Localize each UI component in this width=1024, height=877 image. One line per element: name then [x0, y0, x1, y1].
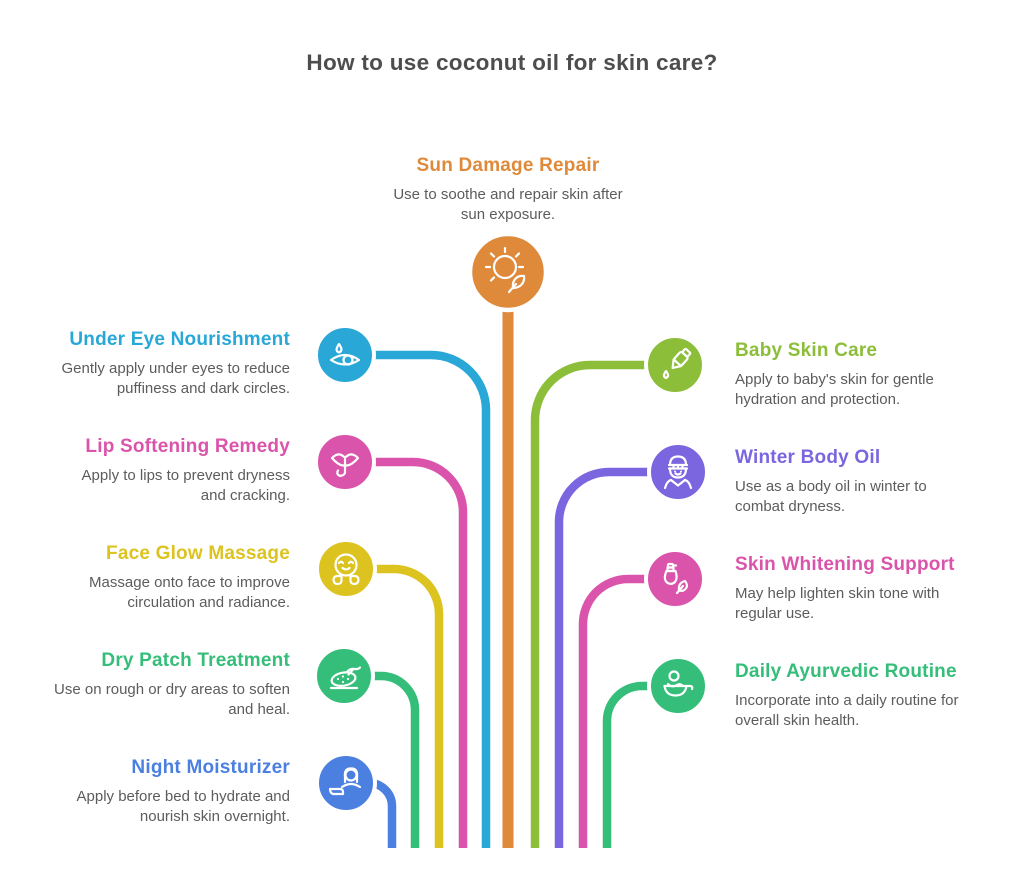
- item-description: Massage onto face to improve circulation…: [89, 574, 290, 611]
- branch-whitening: [576, 572, 675, 848]
- lotion-leaf-icon: [663, 562, 688, 595]
- item-dry-patch-treatment: Dry Patch Treatment Use on rough or dry …: [30, 650, 290, 720]
- item-heading: Sun Damage Repair: [416, 155, 600, 176]
- branch-dry-patch: [344, 669, 422, 848]
- item-description: May help lighten skin tone with regular …: [735, 585, 940, 622]
- item-heading: Daily Ayurvedic Routine: [735, 661, 957, 682]
- icon-circle-whitening: [644, 548, 706, 610]
- baby-lotion-icon: [662, 347, 692, 380]
- night-person-icon: [328, 767, 362, 796]
- icon-circle-baby: [644, 334, 706, 396]
- item-description: Incorporate into a daily routine for ove…: [735, 692, 959, 729]
- sun-leaf-icon: [484, 246, 526, 294]
- icon-circle-sun: [467, 231, 549, 313]
- item-description: Use as a body oil in winter to combat dr…: [735, 478, 927, 515]
- eye-drop-icon: [329, 342, 361, 366]
- branch-face: [346, 562, 446, 848]
- skin-patch-icon: [329, 666, 362, 690]
- icon-circle-dry: [313, 645, 375, 707]
- item-heading: Skin Whitening Support: [735, 554, 955, 575]
- item-heading: Under Eye Nourishment: [69, 329, 290, 350]
- item-skin-whitening-support: Skin Whitening Support May help lighten …: [735, 554, 985, 624]
- item-heading: Lip Softening Remedy: [85, 436, 290, 457]
- icon-circle-winter: [647, 441, 709, 503]
- lips-hush-icon: [330, 453, 360, 477]
- item-sun-damage-repair: Sun Damage Repair Use to soothe and repa…: [358, 155, 658, 225]
- icon-circle-night: [315, 752, 377, 814]
- item-description: Apply to lips to prevent dryness and cra…: [81, 467, 290, 504]
- item-baby-skin-care: Baby Skin Care Apply to baby's skin for …: [735, 340, 985, 410]
- item-heading: Winter Body Oil: [735, 447, 881, 468]
- branch-lip: [345, 455, 470, 848]
- branch-baby: [528, 358, 675, 848]
- branch-under-eye: [345, 348, 493, 848]
- item-face-glow-massage: Face Glow Massage Massage onto face to i…: [30, 543, 290, 613]
- item-winter-body-oil: Winter Body Oil Use as a body oil in win…: [735, 447, 985, 517]
- item-heading: Night Moisturizer: [131, 757, 290, 778]
- item-heading: Dry Patch Treatment: [101, 650, 290, 671]
- branch-ayurvedic: [600, 679, 678, 848]
- branch-winter: [552, 465, 678, 848]
- item-lip-softening-remedy: Lip Softening Remedy Apply to lips to pr…: [30, 436, 290, 506]
- item-daily-ayurvedic-routine: Daily Ayurvedic Routine Incorporate into…: [735, 661, 985, 731]
- bath-person-icon: [663, 670, 694, 697]
- winter-person-icon: [663, 455, 693, 490]
- item-description: Apply before bed to hydrate and nourish …: [76, 788, 291, 825]
- face-massage-icon: [332, 553, 360, 586]
- page-title: How to use coconut oil for skin care?: [306, 50, 718, 75]
- item-heading: Baby Skin Care: [735, 340, 878, 361]
- item-under-eye-nourishment: Under Eye Nourishment Gently apply under…: [30, 329, 290, 399]
- item-description: Use to soothe and repair skin after sun …: [393, 186, 623, 223]
- item-description: Apply to baby's skin for gentle hydratio…: [735, 371, 934, 408]
- item-description: Gently apply under eyes to reduce puffin…: [61, 360, 290, 397]
- item-heading: Face Glow Massage: [106, 543, 290, 564]
- item-night-moisturizer: Night Moisturizer Apply before bed to hy…: [30, 757, 291, 827]
- item-description: Use on rough or dry areas to soften and …: [54, 681, 290, 718]
